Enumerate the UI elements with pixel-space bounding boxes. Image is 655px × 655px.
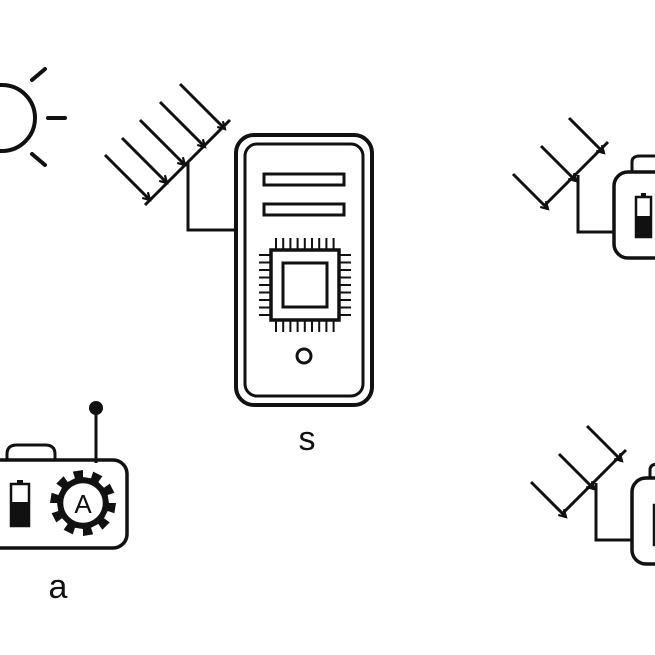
battery-icon [652, 503, 655, 547]
server-tower-icon [234, 133, 374, 407]
agent-label: a [49, 568, 68, 606]
antenna-icon [89, 401, 103, 463]
solar-panel-icon [103, 82, 236, 232]
iot-node-icon [612, 154, 655, 260]
gear-icon [50, 470, 116, 536]
battery-icon [634, 193, 653, 239]
agent-device: A [0, 401, 129, 550]
cpu-chip-icon [259, 238, 351, 332]
solar-panel-icon [529, 424, 632, 542]
iot-node-icon [630, 462, 655, 566]
battery-icon [9, 480, 31, 528]
server-label: s [299, 420, 316, 458]
gear-letter: A [74, 489, 92, 519]
solar-panel-icon [511, 116, 614, 234]
sun-icon [0, 67, 67, 167]
